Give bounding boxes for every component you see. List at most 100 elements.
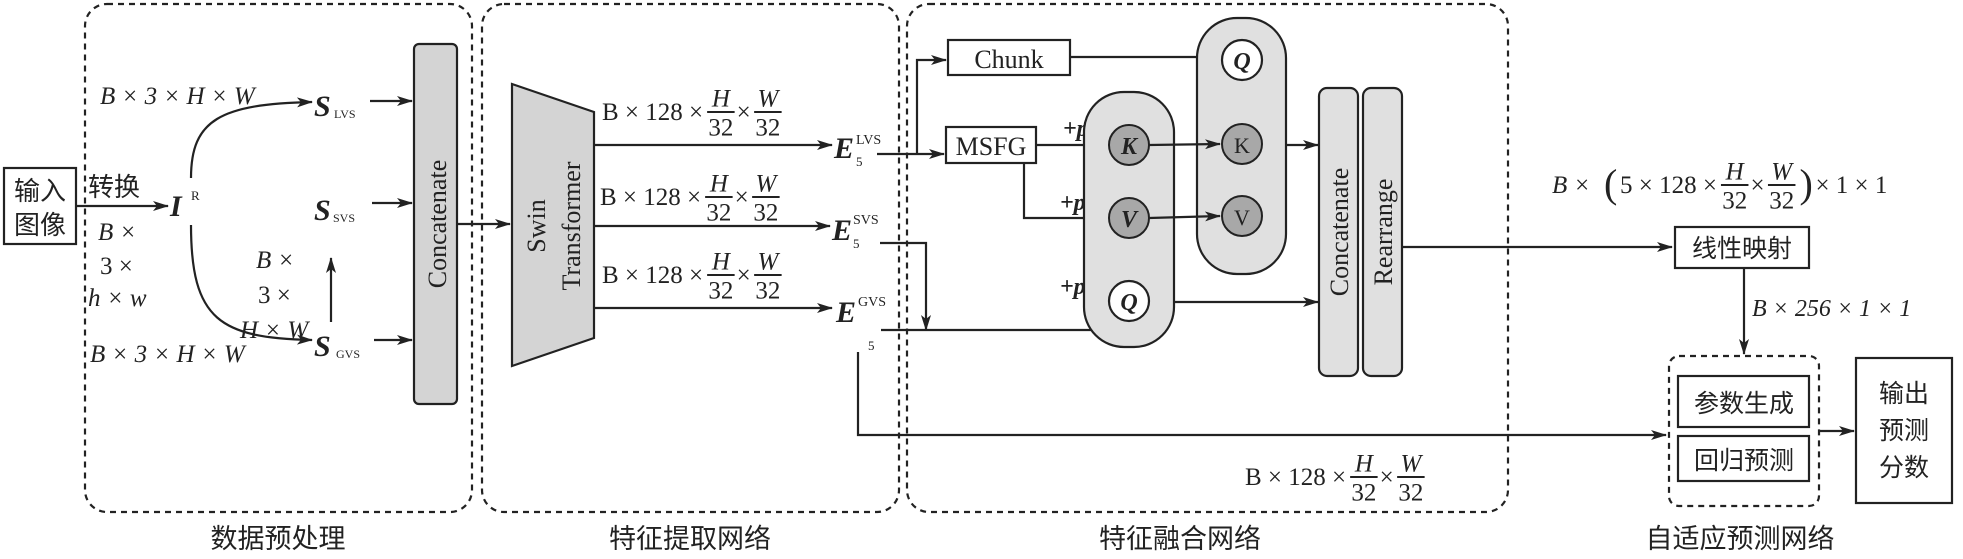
q2-node bbox=[1220, 38, 1264, 82]
dims-prefix: B × 128 × bbox=[602, 262, 703, 289]
svg-text:LVS: LVS bbox=[856, 133, 881, 148]
dims-den-w: 32 bbox=[1398, 480, 1423, 507]
attention-block-2: Q K V bbox=[1195, 16, 1288, 276]
output-label-l3: 分数 bbox=[1879, 453, 1929, 482]
convert-label: 转换 bbox=[88, 173, 140, 203]
chunk-block: Chunk bbox=[946, 38, 1072, 77]
slvs-dims: B × 3 × H × W bbox=[100, 83, 257, 110]
fusion-section bbox=[905, 2, 1510, 514]
dims-num-h: H bbox=[1725, 158, 1746, 185]
svg-text:E: E bbox=[831, 214, 852, 247]
input-label-line1: 输入 bbox=[14, 177, 66, 207]
regression-block: 回归预测 bbox=[1676, 434, 1811, 483]
rearrange-block: Rearrange bbox=[1361, 86, 1404, 378]
dims-den-w: 32 bbox=[755, 278, 780, 305]
dims-times: × bbox=[1750, 172, 1764, 199]
dims-num-w: W bbox=[757, 85, 780, 112]
e5-svs-label: E 5 SVS bbox=[831, 213, 879, 251]
msfg-label: MSFG bbox=[956, 132, 1027, 161]
dims-prefix: B × 128 × bbox=[1245, 464, 1346, 491]
output-label-l1: 输出 bbox=[1879, 379, 1929, 408]
e5-lvs-label: E 5 LVS bbox=[833, 132, 881, 169]
dims-times: × bbox=[735, 184, 749, 211]
section-title-extraction: 特征提取网络 bbox=[609, 524, 771, 555]
dims-prefix: B × 128 × bbox=[602, 99, 703, 126]
feature-dims-lvs: B × 128 × H 32×W 32 bbox=[602, 85, 782, 142]
dims-times: × bbox=[1380, 464, 1394, 491]
msfg-to-v bbox=[1022, 163, 1109, 223]
svg-text:S: S bbox=[314, 90, 331, 123]
input-image-box: 输入 图像 bbox=[2, 166, 78, 246]
e5-gvs-label: E 5 GVS bbox=[835, 295, 886, 353]
ssvs-dims-l1: B × bbox=[256, 247, 294, 274]
sgvs-dims: B × 3 × H × W bbox=[90, 341, 247, 368]
q2-node-label: Q bbox=[1233, 49, 1250, 75]
fusion-concat-label: Concatenate bbox=[1325, 168, 1354, 297]
swin-label-line2: Transformer bbox=[557, 161, 586, 290]
ir-symbol: I bbox=[169, 190, 183, 223]
dims-prefix: B × 128 × bbox=[600, 184, 701, 211]
dims-den-h: 32 bbox=[708, 278, 733, 305]
svg-text:E: E bbox=[835, 296, 856, 329]
svg-text:5: 5 bbox=[868, 338, 875, 353]
output-label-l2: 预测 bbox=[1879, 416, 1929, 445]
ir-superscript: R bbox=[191, 188, 200, 203]
e5svs-merge-arrow bbox=[880, 241, 931, 331]
dims-den-w: 32 bbox=[755, 115, 780, 142]
ssvs-dims-l3: H × W bbox=[239, 317, 310, 344]
dims-prefix: 5 × 128 × bbox=[1620, 172, 1717, 199]
linear-mapping-block: 线性映射 bbox=[1673, 225, 1811, 270]
e5gvs-bypass-arrow bbox=[856, 352, 1667, 440]
dims-times: × bbox=[737, 99, 751, 126]
dims-den-h: 32 bbox=[1722, 188, 1747, 215]
param-gen-block: 参数生成 bbox=[1676, 374, 1811, 429]
preprocess-concat-label: Concatenate bbox=[423, 160, 452, 289]
curve-to-slvs bbox=[189, 97, 313, 179]
feature-dims-gvs: B × 128 ×H32×W32 bbox=[602, 248, 782, 305]
preprocess-concat-block: Concatenate bbox=[412, 42, 459, 406]
section-title-fusion: 特征融合网络 bbox=[1099, 524, 1261, 555]
k2-node bbox=[1221, 123, 1263, 165]
k2-node-label: K bbox=[1234, 133, 1250, 158]
q-node bbox=[1107, 279, 1151, 323]
svg-text:SVS: SVS bbox=[853, 213, 879, 228]
svg-text:5: 5 bbox=[853, 236, 860, 251]
svg-text:SVS: SVS bbox=[333, 211, 355, 225]
section-title-adaptive: 自适应预测网络 bbox=[1646, 524, 1835, 555]
swin-transformer-block: Swin Transformer bbox=[510, 82, 596, 368]
v2-node-label: V bbox=[1234, 205, 1250, 230]
input-label-line2: 图像 bbox=[14, 211, 66, 241]
v-node-label: V bbox=[1121, 207, 1139, 233]
extraction-section bbox=[480, 2, 901, 514]
linear-output-dims: B × 256 × 1 × 1 bbox=[1752, 296, 1911, 322]
svg-text:5: 5 bbox=[856, 154, 863, 169]
k-to-k2 bbox=[1148, 139, 1221, 150]
svg-text:E: E bbox=[833, 132, 854, 165]
output-score-box: 输出 预测 分数 bbox=[1854, 356, 1954, 505]
feature-dims-svs: B × 128 ×H32×W32 bbox=[600, 170, 780, 227]
svg-text:S: S bbox=[314, 330, 331, 363]
dims-den-h: 32 bbox=[708, 115, 733, 142]
dims-den-h: 32 bbox=[706, 200, 731, 227]
dims-num-h: H bbox=[1354, 450, 1375, 477]
ssvs-dims-l2: 3 × bbox=[258, 282, 291, 309]
dims-num-h: H bbox=[711, 85, 732, 112]
swin-label-line1: Swin bbox=[522, 199, 551, 252]
e5lvs-to-chunk bbox=[915, 55, 947, 154]
rearrange-label: Rearrange bbox=[1369, 179, 1398, 286]
close-paren: ) bbox=[1799, 161, 1812, 206]
dims-times: × bbox=[737, 262, 751, 289]
dims-prefix: B × bbox=[1552, 172, 1590, 199]
svg-text:GVS: GVS bbox=[336, 347, 360, 361]
v2-node bbox=[1221, 195, 1263, 237]
svg-text:S: S bbox=[314, 194, 331, 227]
fusion-concat-block: Concatenate bbox=[1317, 86, 1360, 378]
dims-den-w: 32 bbox=[753, 200, 778, 227]
open-paren: ( bbox=[1604, 161, 1617, 206]
linear-input-dims: B ×(5 × 128 ×H32×W32)× 1 × 1 bbox=[1552, 158, 1887, 214]
dims-num-h: H bbox=[709, 170, 730, 197]
dims-num-w: W bbox=[1400, 450, 1423, 477]
svg-text:LVS: LVS bbox=[334, 107, 356, 121]
curve-to-sgvs bbox=[189, 224, 313, 345]
